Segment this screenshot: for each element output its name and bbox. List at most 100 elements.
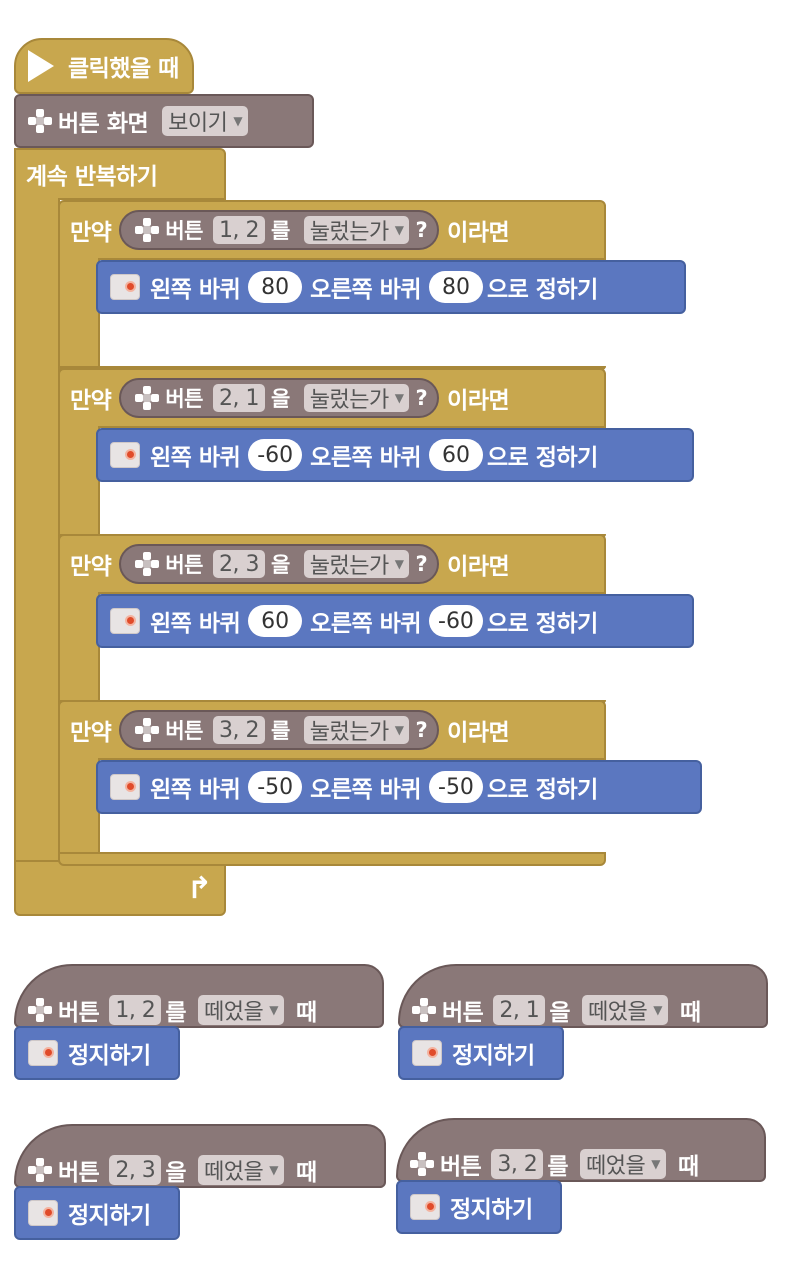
button-released-hat[interactable]: 버튼 3, 2 를 떼었을 ▼ 때 xyxy=(396,1118,766,1182)
dpad-icon xyxy=(135,718,160,742)
robot-icon xyxy=(110,608,140,634)
release-state-dropdown[interactable]: 떼었을 ▼ xyxy=(197,995,284,1025)
button-pressed-condition[interactable]: 버튼 1, 2 를 눌렀는가 ▼ ? xyxy=(119,210,440,250)
dropdown-arrow-icon: ▼ xyxy=(269,1003,278,1017)
release-buttons-field[interactable]: 1, 2 xyxy=(109,995,162,1025)
then-label: 이라면 xyxy=(447,720,510,746)
when-clicked-block[interactable]: 클릭했을 때 xyxy=(14,38,194,94)
loop-arrow-icon: ↱ xyxy=(186,870,212,906)
dropdown-arrow-icon: ▼ xyxy=(653,1003,662,1017)
if-label: 만약 xyxy=(70,720,112,746)
release-state-dropdown[interactable]: 떼었을 ▼ xyxy=(579,1149,666,1179)
button-released-hat[interactable]: 버튼 2, 3 을 떼었을 ▼ 때 xyxy=(14,1124,386,1188)
if-block-header[interactable]: 만약 버튼 2, 1 을 눌렀는가 ▼ ? 이라면 xyxy=(58,368,606,428)
condition-buttons-value: 3, 2 xyxy=(218,717,259,743)
set-wheels-block[interactable]: 왼쪽 바퀴 80 오른쪽 바퀴 80 으로 정하기 xyxy=(96,260,686,314)
condition-buttons-field[interactable]: 3, 2 xyxy=(212,716,265,744)
stop-block[interactable]: 정지하기 xyxy=(398,1026,564,1080)
condition-state-dropdown[interactable]: 눌렀는가 ▼ xyxy=(303,384,410,413)
release-buttons-field[interactable]: 2, 1 xyxy=(493,995,546,1025)
stop-block[interactable]: 정지하기 xyxy=(14,1026,180,1080)
right-wheel-label: 오른쪽 바퀴 xyxy=(310,445,421,471)
button-pressed-condition[interactable]: 버튼 2, 3 을 눌렀는가 ▼ ? xyxy=(119,544,440,584)
forever-bottom-bar[interactable]: ↱ xyxy=(14,860,226,916)
button-released-hat[interactable]: 버튼 1, 2 를 떼었을 ▼ 때 xyxy=(14,964,384,1028)
left-wheel-input[interactable]: 80 xyxy=(248,271,303,303)
stop-block[interactable]: 정지하기 xyxy=(396,1180,562,1234)
release-when-label: 때 xyxy=(295,1000,317,1026)
release-buttons-field[interactable]: 2, 3 xyxy=(109,1155,162,1185)
left-wheel-label: 왼쪽 바퀴 xyxy=(150,445,241,471)
question-mark: ? xyxy=(415,552,428,576)
dropdown-arrow-icon: ▼ xyxy=(394,557,404,571)
condition-state-value: 눌렀는가 xyxy=(309,388,389,413)
if-label: 만약 xyxy=(70,220,112,246)
condition-state-value: 눌렀는가 xyxy=(309,554,389,579)
release-state-value: 떼었을 xyxy=(203,1160,264,1185)
release-buttons-value: 2, 1 xyxy=(499,997,540,1023)
right-wheel-label: 오른쪽 바퀴 xyxy=(310,277,421,303)
set-wheels-block[interactable]: 왼쪽 바퀴 60 오른쪽 바퀴 -60 으로 정하기 xyxy=(96,594,694,648)
robot-icon xyxy=(28,1040,58,1066)
release-state-value: 떼었을 xyxy=(585,1154,646,1179)
dropdown-arrow-icon: ▼ xyxy=(394,391,404,405)
then-label: 이라면 xyxy=(447,220,510,246)
right-wheel-input[interactable]: -60 xyxy=(428,605,483,637)
condition-buttons-field[interactable]: 2, 3 xyxy=(212,550,265,578)
if-block-header[interactable]: 만약 버튼 1, 2 를 눌렀는가 ▼ ? 이라면 xyxy=(58,200,606,260)
right-wheel-input[interactable]: -50 xyxy=(428,771,483,803)
robot-icon xyxy=(110,442,140,468)
dropdown-arrow-icon: ▼ xyxy=(269,1163,278,1177)
left-wheel-input[interactable]: -50 xyxy=(248,771,303,803)
release-buttons-field[interactable]: 3, 2 xyxy=(491,1149,544,1179)
condition-state-value: 눌렀는가 xyxy=(309,720,389,745)
when-clicked-label: 클릭했을 때 xyxy=(68,56,179,82)
set-suffix-label: 으로 정하기 xyxy=(486,611,598,637)
set-suffix-label: 으로 정하기 xyxy=(486,277,598,303)
right-wheel-input[interactable]: 80 xyxy=(428,271,483,303)
robot-icon xyxy=(110,774,140,800)
question-mark: ? xyxy=(415,218,428,242)
dpad-icon xyxy=(135,552,160,576)
set-wheels-block[interactable]: 왼쪽 바퀴 -50 오른쪽 바퀴 -50 으로 정하기 xyxy=(96,760,702,814)
right-wheel-input[interactable]: 60 xyxy=(428,439,483,471)
left-wheel-input[interactable]: 60 xyxy=(248,605,303,637)
if-block-arm xyxy=(58,426,100,538)
condition-state-dropdown[interactable]: 눌렀는가 ▼ xyxy=(303,716,410,745)
release-particle: 를 xyxy=(547,1154,568,1180)
release-buttons-value: 1, 2 xyxy=(115,997,156,1023)
set-wheels-block[interactable]: 왼쪽 바퀴 -60 오른쪽 바퀴 60 으로 정하기 xyxy=(96,428,694,482)
release-button-label: 버튼 xyxy=(442,1000,484,1026)
robot-icon xyxy=(410,1194,440,1220)
if-block-header[interactable]: 만약 버튼 2, 3 을 눌렀는가 ▼ ? 이라면 xyxy=(58,534,606,594)
question-mark: ? xyxy=(415,386,428,410)
release-when-label: 때 xyxy=(677,1154,699,1180)
button-pressed-condition[interactable]: 버튼 2, 1 을 눌렀는가 ▼ ? xyxy=(119,378,440,418)
button-pressed-condition[interactable]: 버튼 3, 2 를 눌렀는가 ▼ ? xyxy=(119,710,440,750)
condition-buttons-value: 2, 1 xyxy=(218,385,259,411)
if-block-header[interactable]: 만약 버튼 3, 2 를 눌렀는가 ▼ ? 이라면 xyxy=(58,700,606,760)
stop-label: 정지하기 xyxy=(452,1043,535,1069)
stop-label: 정지하기 xyxy=(450,1197,533,1223)
release-state-dropdown[interactable]: 떼었을 ▼ xyxy=(197,1155,284,1185)
condition-buttons-field[interactable]: 2, 1 xyxy=(212,384,265,412)
button-released-hat[interactable]: 버튼 2, 1 을 떼었을 ▼ 때 xyxy=(398,964,768,1028)
condition-button-label: 버튼 xyxy=(165,219,203,243)
set-suffix-label: 으로 정하기 xyxy=(486,445,598,471)
release-buttons-value: 3, 2 xyxy=(497,1151,538,1177)
condition-buttons-value: 2, 3 xyxy=(218,551,259,577)
screen-option-dropdown[interactable]: 보이기 ▼ xyxy=(162,106,249,136)
play-icon xyxy=(28,50,54,82)
condition-state-dropdown[interactable]: 눌렀는가 ▼ xyxy=(303,550,410,579)
stop-block[interactable]: 정지하기 xyxy=(14,1186,180,1240)
then-label: 이라면 xyxy=(447,388,510,414)
release-particle: 을 xyxy=(165,1160,186,1186)
if-block-footer xyxy=(58,852,606,866)
forever-top-bar[interactable]: 계속 반복하기 xyxy=(14,148,226,200)
condition-state-dropdown[interactable]: 눌렀는가 ▼ xyxy=(303,216,410,245)
release-state-dropdown[interactable]: 떼었을 ▼ xyxy=(581,995,668,1025)
condition-buttons-field[interactable]: 1, 2 xyxy=(212,216,265,244)
left-wheel-input[interactable]: -60 xyxy=(248,439,303,471)
button-screen-block[interactable]: 버튼 화면 보이기 ▼ xyxy=(14,94,314,148)
condition-buttons-value: 1, 2 xyxy=(218,217,259,243)
